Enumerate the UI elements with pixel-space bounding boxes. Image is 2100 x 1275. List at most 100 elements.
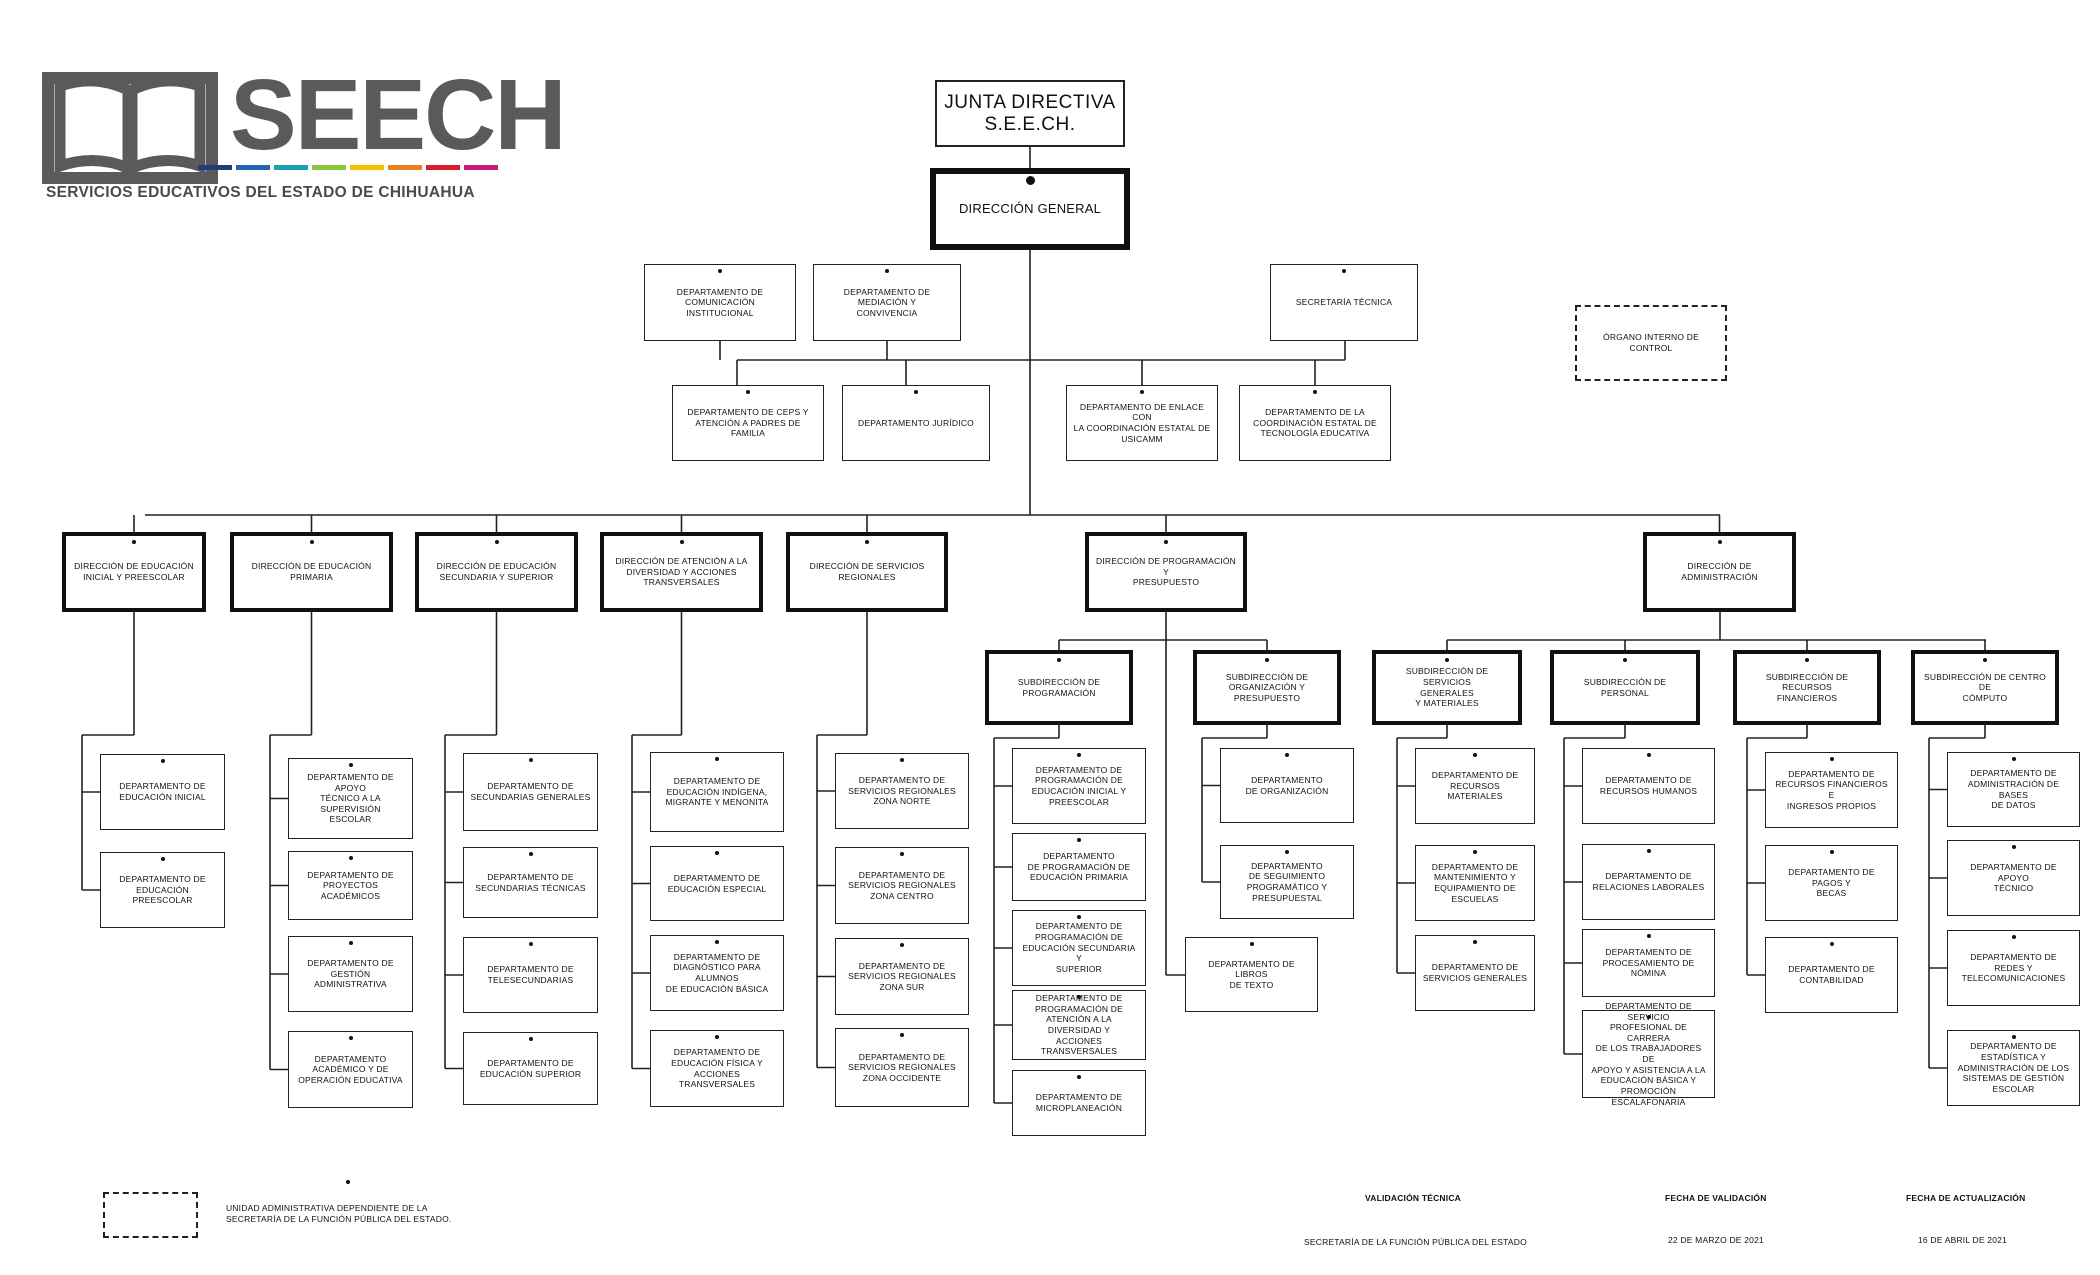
box-label: SUBDIRECCIÓN DE RECURSOS FINANCIEROS — [1765, 671, 1849, 703]
marker-dot — [1077, 1075, 1081, 1079]
box-label: DEPARTAMENTO DE EDUCACIÓN SUPERIOR — [479, 1057, 582, 1079]
box-label: DEPARTAMENTO DE SERVICIOS REGIONALES ZON… — [848, 869, 956, 901]
box-label: DEPARTAMENTO DE SECUNDARIAS GENERALES — [470, 781, 591, 802]
marker-dot — [1164, 540, 1168, 544]
box-label: DEPARTAMENTO JURÍDICO — [858, 417, 974, 428]
marker-dot — [348, 763, 353, 767]
box-label: DIRECCIÓN DE ATENCIÓN A LA DIVERSIDAD Y … — [615, 556, 748, 588]
box-label: JUNTA DIRECTIVA S.E.E.CH. — [944, 91, 1116, 135]
legend-text: UNIDAD ADMINISTRATIVA DEPENDIENTE DE LA … — [226, 1203, 452, 1225]
box-label: DEPARTAMENTO DE SEGUIMIENTO PROGRAMÁTICO… — [1246, 860, 1328, 903]
subdireccion-box: SUBDIRECCIÓN DE CENTRO DE CÓMPUTO — [1911, 650, 2059, 725]
marker-dot — [1829, 850, 1834, 854]
departamento-box: DEPARTAMENTO DE SERVICIOS REGIONALES ZON… — [835, 1028, 969, 1107]
box-label: DEPARTAMENTO DE SERVICIOS GENERALES — [1422, 962, 1528, 983]
marker-dot — [160, 857, 165, 861]
subdireccion-box: SUBDIRECCIÓN DE SERVICIOS GENERALES Y MA… — [1372, 650, 1522, 725]
staff-low-box: DEPARTAMENTO DE LA COORDINACIÓN ESTATAL … — [1239, 385, 1391, 461]
box-label: DEPARTAMENTO DE GESTIÓN ADMINISTRATIVA — [307, 958, 394, 990]
box-label: DEPARTAMENTO DE ESTADÍSTICA Y ADMINISTRA… — [1957, 1041, 2070, 1094]
box-label: DEPARTAMENTO DE LIBROS DE TEXTO — [1208, 958, 1295, 990]
marker-dot — [528, 852, 533, 856]
box-label: DEPARTAMENTO DE COMUNICACIÓN INSTITUCION… — [676, 286, 764, 318]
departamento-box: DEPARTAMENTO DE APOYO TÉCNICO A LA SUPER… — [288, 758, 413, 839]
departamento-box: DEPARTAMENTO DE PAGOS Y BECAS — [1765, 845, 1898, 921]
subdireccion-box: SUBDIRECCIÓN DE ORGANIZACIÓN Y PRESUPUES… — [1193, 650, 1341, 725]
departamento-box: DEPARTAMENTO DE SERVICIOS GENERALES — [1415, 935, 1535, 1011]
box-label: DEPARTAMENTO DE EDUCACIÓN INICIAL — [119, 781, 206, 802]
departamento-box: DEPARTAMENTO DE SERVICIOS REGIONALES ZON… — [835, 847, 969, 924]
direccion-box: DIRECCIÓN DE EDUCACIÓN PRIMARIA — [230, 532, 393, 612]
box-label: DEPARTAMENTO DE ENLACE CON LA COORDINACI… — [1073, 401, 1211, 444]
marker-dot — [1140, 390, 1144, 394]
logo-color-bar — [464, 165, 498, 170]
marker-dot — [900, 1033, 904, 1037]
fecha-validacion-label: FECHA DE VALIDACIÓN — [1665, 1193, 1767, 1203]
departamento-box: DEPARTAMENTO DE EDUCACIÓN FÍSICA Y ACCIO… — [650, 1030, 784, 1107]
departamento-box: DEPARTAMENTO DE APOYO TÉCNICO — [1947, 840, 2080, 916]
marker-dot — [2011, 757, 2016, 761]
box-label: DEPARTAMENTO DE PROGRAMACIÓN DE EDUCACIÓ… — [1022, 921, 1136, 974]
staff-top-box: DEPARTAMENTO DE MEDIACIÓN Y CONVIVENCIA — [813, 264, 961, 341]
box-label: DIRECCIÓN GENERAL — [958, 200, 1102, 216]
box-label: DEPARTAMENTO DE TELESECUNDARIAS — [487, 964, 574, 985]
marker-dot — [900, 943, 904, 947]
box-label: ÓRGANO INTERNO DE CONTROL — [1603, 332, 1699, 353]
marker-dot — [1829, 942, 1834, 946]
box-label: DEPARTAMENTO DE LA COORDINACIÓN ESTATAL … — [1253, 407, 1377, 439]
box-label: DEPARTAMENTO DE PROGRAMACIÓN DE EDUCACIÓ… — [1031, 764, 1127, 807]
logo-wordmark: SEECH — [230, 59, 567, 171]
departamento-box: DEPARTAMENTO DE ORGANIZACIÓN — [1220, 748, 1354, 823]
box-label: DIRECCIÓN DE SERVICIOS REGIONALES — [809, 561, 925, 582]
junta-directiva-box: JUNTA DIRECTIVA S.E.E.CH. — [935, 80, 1125, 147]
marker-dot — [348, 1036, 353, 1040]
marker-dot — [1829, 757, 1834, 761]
departamento-box: DEPARTAMENTO DE SERVICIO PROFESIONAL DE … — [1582, 1001, 1715, 1107]
departamento-box: DEPARTAMENTO DE ADMINISTRACIÓN DE BASES … — [1947, 752, 2080, 827]
departamento-box: DEPARTAMENTO DE PROYECTOS ACADÉMICOS — [288, 851, 413, 920]
box-label: DEPARTAMENTO DE RECURSOS HUMANOS — [1599, 775, 1698, 796]
departamento-box: DEPARTAMENTO DE ESTADÍSTICA Y ADMINISTRA… — [1947, 1030, 2080, 1106]
subdireccion-box: SUBDIRECCIÓN DE PERSONAL — [1550, 650, 1700, 725]
box-label: DEPARTAMENTO DE PROYECTOS ACADÉMICOS — [307, 869, 394, 901]
box-label: DEPARTAMENTO DE RECURSOS MATERIALES — [1431, 770, 1519, 802]
marker-dot — [900, 852, 904, 856]
marker-dot — [1265, 658, 1269, 662]
box-label: DEPARTAMENTO DE RELACIONES LABORALES — [1592, 871, 1705, 892]
marker-dot — [1313, 390, 1317, 394]
departamento-box: DEPARTAMENTO DE RECURSOS MATERIALES — [1415, 748, 1535, 824]
departamento-box: DEPARTAMENTO DE RELACIONES LABORALES — [1582, 844, 1715, 920]
marker-dot — [2011, 1035, 2016, 1039]
marker-dot — [1249, 942, 1254, 946]
box-label: DEPARTAMENTO DE APOYO TÉCNICO A LA SUPER… — [307, 771, 394, 825]
box-label: DEPARTAMENTO DE RECURSOS FINANCIEROS E I… — [1775, 768, 1888, 811]
staff-low-box: DEPARTAMENTO DE CEPS Y ATENCIÓN A PADRES… — [672, 385, 824, 461]
marker-dot — [1805, 658, 1809, 662]
box-label: SUBDIRECCIÓN DE PERSONAL — [1583, 676, 1667, 698]
logo-color-bar — [426, 165, 460, 170]
marker-dot — [914, 390, 918, 394]
departamento-box: DEPARTAMENTO DE PROGRAMACIÓN DE EDUCACIÓ… — [1012, 910, 1146, 986]
book-icon — [42, 72, 218, 184]
fecha-validacion-value: 22 DE MARZO DE 2021 — [1668, 1235, 1764, 1245]
legend-dot — [346, 1180, 350, 1184]
box-label: DEPARTAMENTO DE REDES Y TELECOMUNICACION… — [1961, 952, 2066, 984]
departamento-box: DEPARTAMENTO DE CONTABILIDAD — [1765, 937, 1898, 1013]
box-label: DEPARTAMENTO DE EDUCACIÓN PREESCOLAR — [119, 874, 206, 906]
marker-dot — [494, 540, 499, 544]
marker-dot — [1646, 1015, 1651, 1019]
departamento-box: DEPARTAMENTO DE MANTENIMIENTO Y EQUIPAMI… — [1415, 845, 1535, 921]
box-label: DEPARTAMENTO DE ORGANIZACIÓN — [1245, 774, 1329, 796]
marker-dot — [900, 758, 904, 762]
marker-dot — [1623, 658, 1627, 662]
departamento-box: DEPARTAMENTO ACADÉMICO Y DE OPERACIÓN ED… — [288, 1031, 413, 1108]
marker-dot — [1057, 658, 1061, 662]
marker-dot — [309, 540, 314, 544]
marker-dot — [132, 540, 136, 544]
seech-logo: SEECH SERVICIOS EDUCATIVOS DEL ESTADO DE… — [40, 59, 567, 210]
departamento-box: DEPARTAMENTO DE SECUNDARIAS GENERALES — [463, 753, 598, 831]
departamento-box: DEPARTAMENTO DE EDUCACIÓN INDÍGENA, MIGR… — [650, 752, 784, 832]
box-label: SUBDIRECCIÓN DE PROGRAMACIÓN — [1017, 676, 1101, 698]
marker-dot — [1445, 658, 1449, 662]
box-label: SECRETARÍA TÉCNICA — [1295, 297, 1393, 308]
